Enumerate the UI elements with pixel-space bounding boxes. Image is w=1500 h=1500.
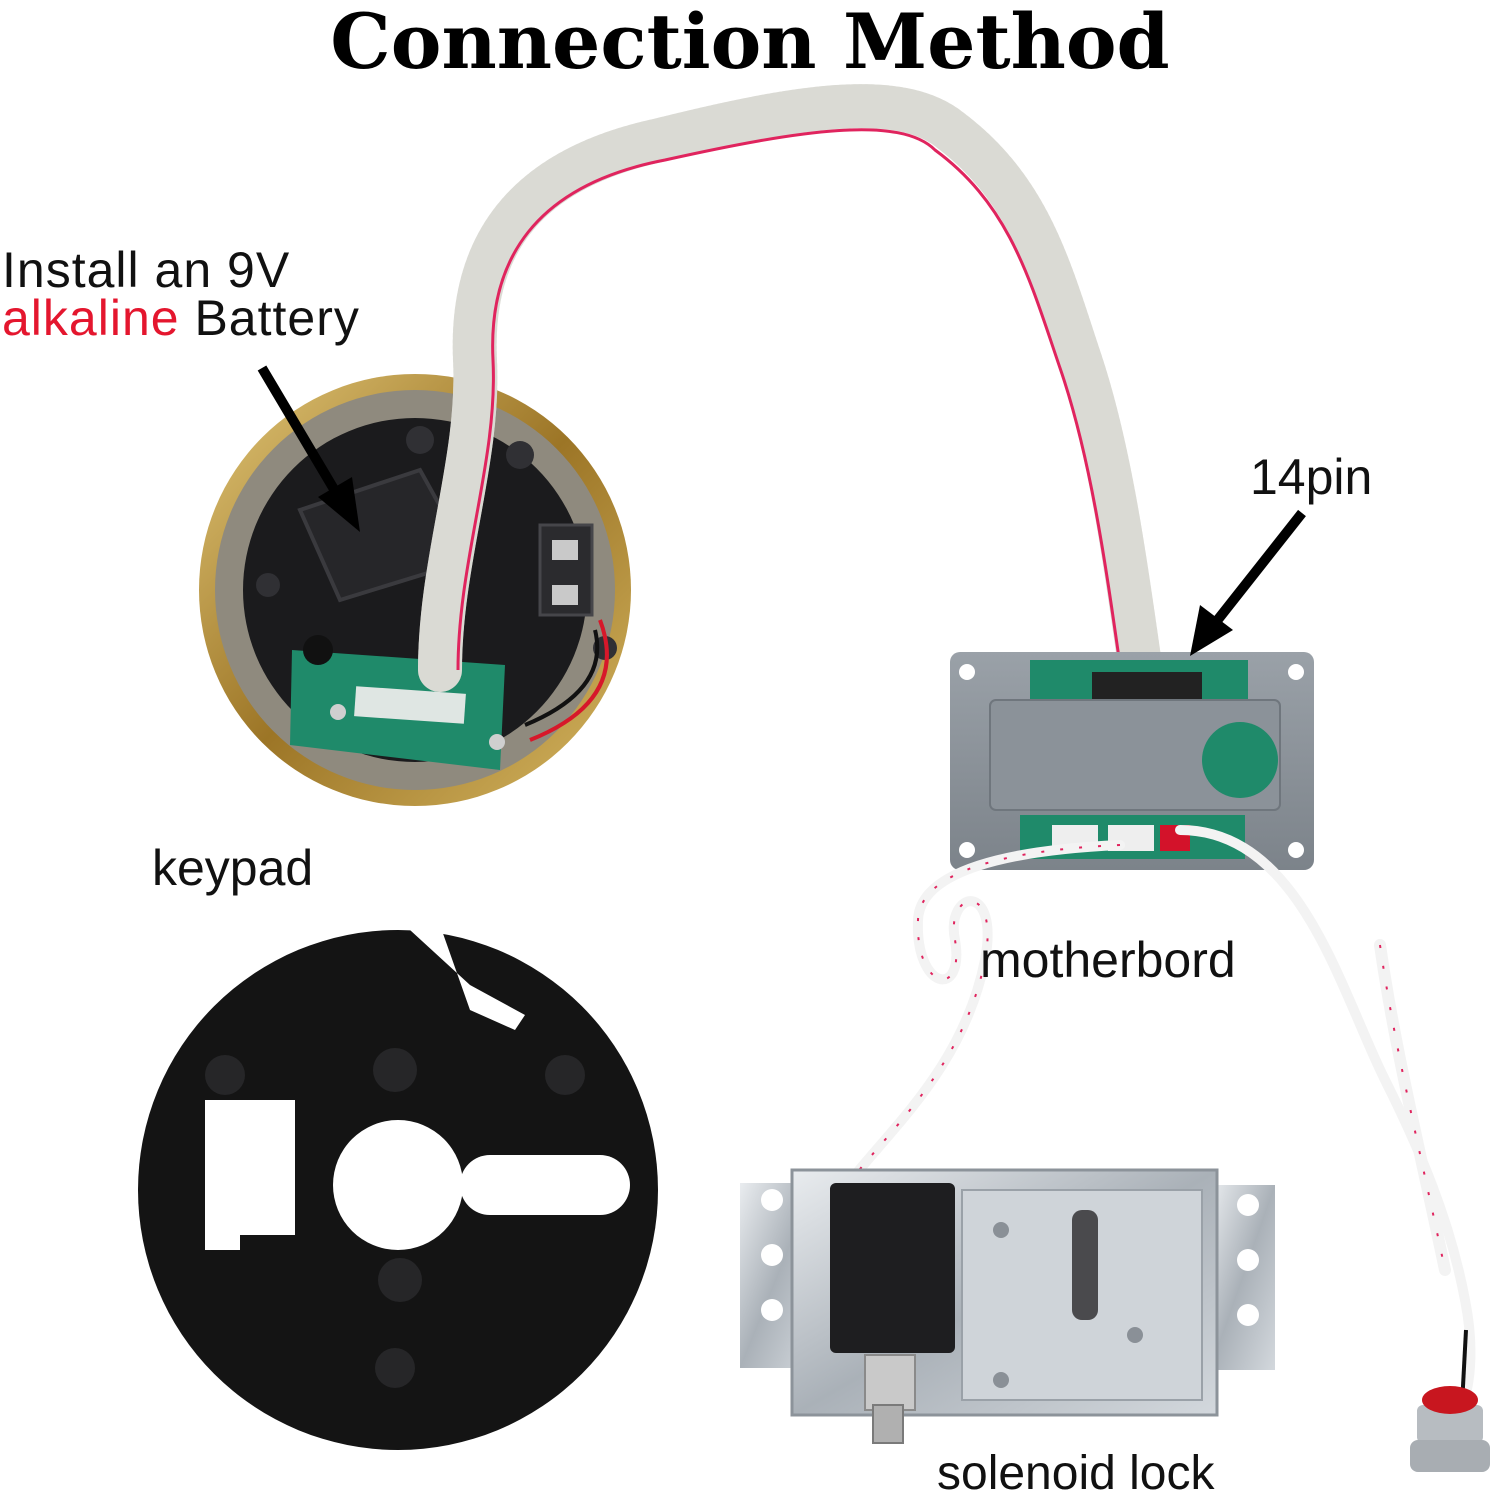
- keypad-unit: [199, 374, 631, 806]
- screw-boss: [375, 1348, 415, 1388]
- mount-hole: [1237, 1249, 1259, 1271]
- push-button-body: [1417, 1405, 1483, 1443]
- screw-boss: [545, 1055, 585, 1095]
- push-button-nut: [1410, 1440, 1490, 1472]
- solenoid-coil: [830, 1183, 955, 1353]
- battery-contact: [552, 585, 578, 605]
- mount-hole: [959, 664, 975, 680]
- rivet: [1127, 1327, 1143, 1343]
- screw-boss: [205, 1055, 245, 1095]
- motherboard-unit: [950, 652, 1314, 870]
- buzzer: [303, 635, 333, 665]
- rivet: [993, 1372, 1009, 1388]
- screw-boss: [373, 1048, 417, 1092]
- lock-right-flange: [1210, 1185, 1275, 1370]
- mount-hole: [1288, 842, 1304, 858]
- ribbon-cable-red-stripe: [456, 128, 1122, 671]
- screw-boss: [406, 426, 434, 454]
- arrow-battery-shaft: [257, 365, 343, 499]
- push-button-cap: [1422, 1386, 1478, 1414]
- mount-hole: [1237, 1304, 1259, 1326]
- mount-hole: [1288, 664, 1304, 680]
- ribbon-cable: [418, 84, 1162, 692]
- motherboard-cover: [989, 699, 1281, 811]
- battery-instruction-line1: Install an 9V: [2, 242, 291, 298]
- label-keypad: keypad: [152, 840, 314, 896]
- lock-wires: [850, 825, 1476, 1415]
- screw-boss: [506, 441, 534, 469]
- battery-wire-black: [524, 629, 600, 727]
- battery-wire-red: [529, 619, 609, 742]
- battery-type-highlight: alkaline: [2, 290, 180, 346]
- solenoid-wire: [850, 840, 1125, 1180]
- screw-boss: [256, 573, 280, 597]
- pcb-screw: [330, 704, 346, 720]
- mounting-plate-center-hole: [333, 1120, 463, 1250]
- mounting-plate-cutout: [205, 1100, 295, 1250]
- diagram-title: Connection Method: [330, 0, 1170, 86]
- label-solenoid-lock: solenoid lock: [937, 1447, 1215, 1500]
- rivet: [993, 1222, 1009, 1238]
- solenoid-plunger: [872, 1404, 904, 1444]
- mount-hole: [761, 1189, 783, 1211]
- mounting-plate-notch: [410, 925, 525, 1030]
- arrow-14pin-shaft: [1212, 509, 1306, 626]
- button-wire-loop: [1374, 939, 1451, 1276]
- screw-boss: [378, 1258, 422, 1302]
- pcb-screw: [489, 734, 505, 750]
- battery-contact: [552, 540, 578, 560]
- mount-hole: [1237, 1194, 1259, 1216]
- button-wire: [1175, 825, 1476, 1415]
- pcb-connector: [354, 686, 466, 724]
- arrow-14pin: [1190, 509, 1306, 656]
- push-button: [1410, 1386, 1490, 1472]
- mount-hole: [761, 1244, 783, 1266]
- arrow-battery: [257, 365, 360, 532]
- solenoid-spring: [864, 1354, 916, 1411]
- mount-hole: [761, 1299, 783, 1321]
- mounting-plate: [138, 925, 658, 1450]
- battery-instruction-rest: Battery: [179, 290, 360, 346]
- battery-instruction: Install an 9V alkaline Battery: [2, 242, 360, 343]
- ribbon-cable-wires: [418, 84, 1162, 692]
- arrow-battery-head: [318, 477, 360, 532]
- key-slot: [1072, 1210, 1098, 1320]
- solenoid-lock: [740, 1168, 1275, 1444]
- motherboard-pcb-window: [1202, 722, 1278, 798]
- arrow-14pin-head: [1190, 605, 1233, 656]
- mounting-plate-slot: [460, 1155, 630, 1215]
- label-14pin: 14pin: [1250, 449, 1373, 505]
- mount-hole: [959, 842, 975, 858]
- label-motherboard: motherbord: [980, 932, 1236, 988]
- battery-instruction-line2: alkaline Battery: [2, 293, 360, 343]
